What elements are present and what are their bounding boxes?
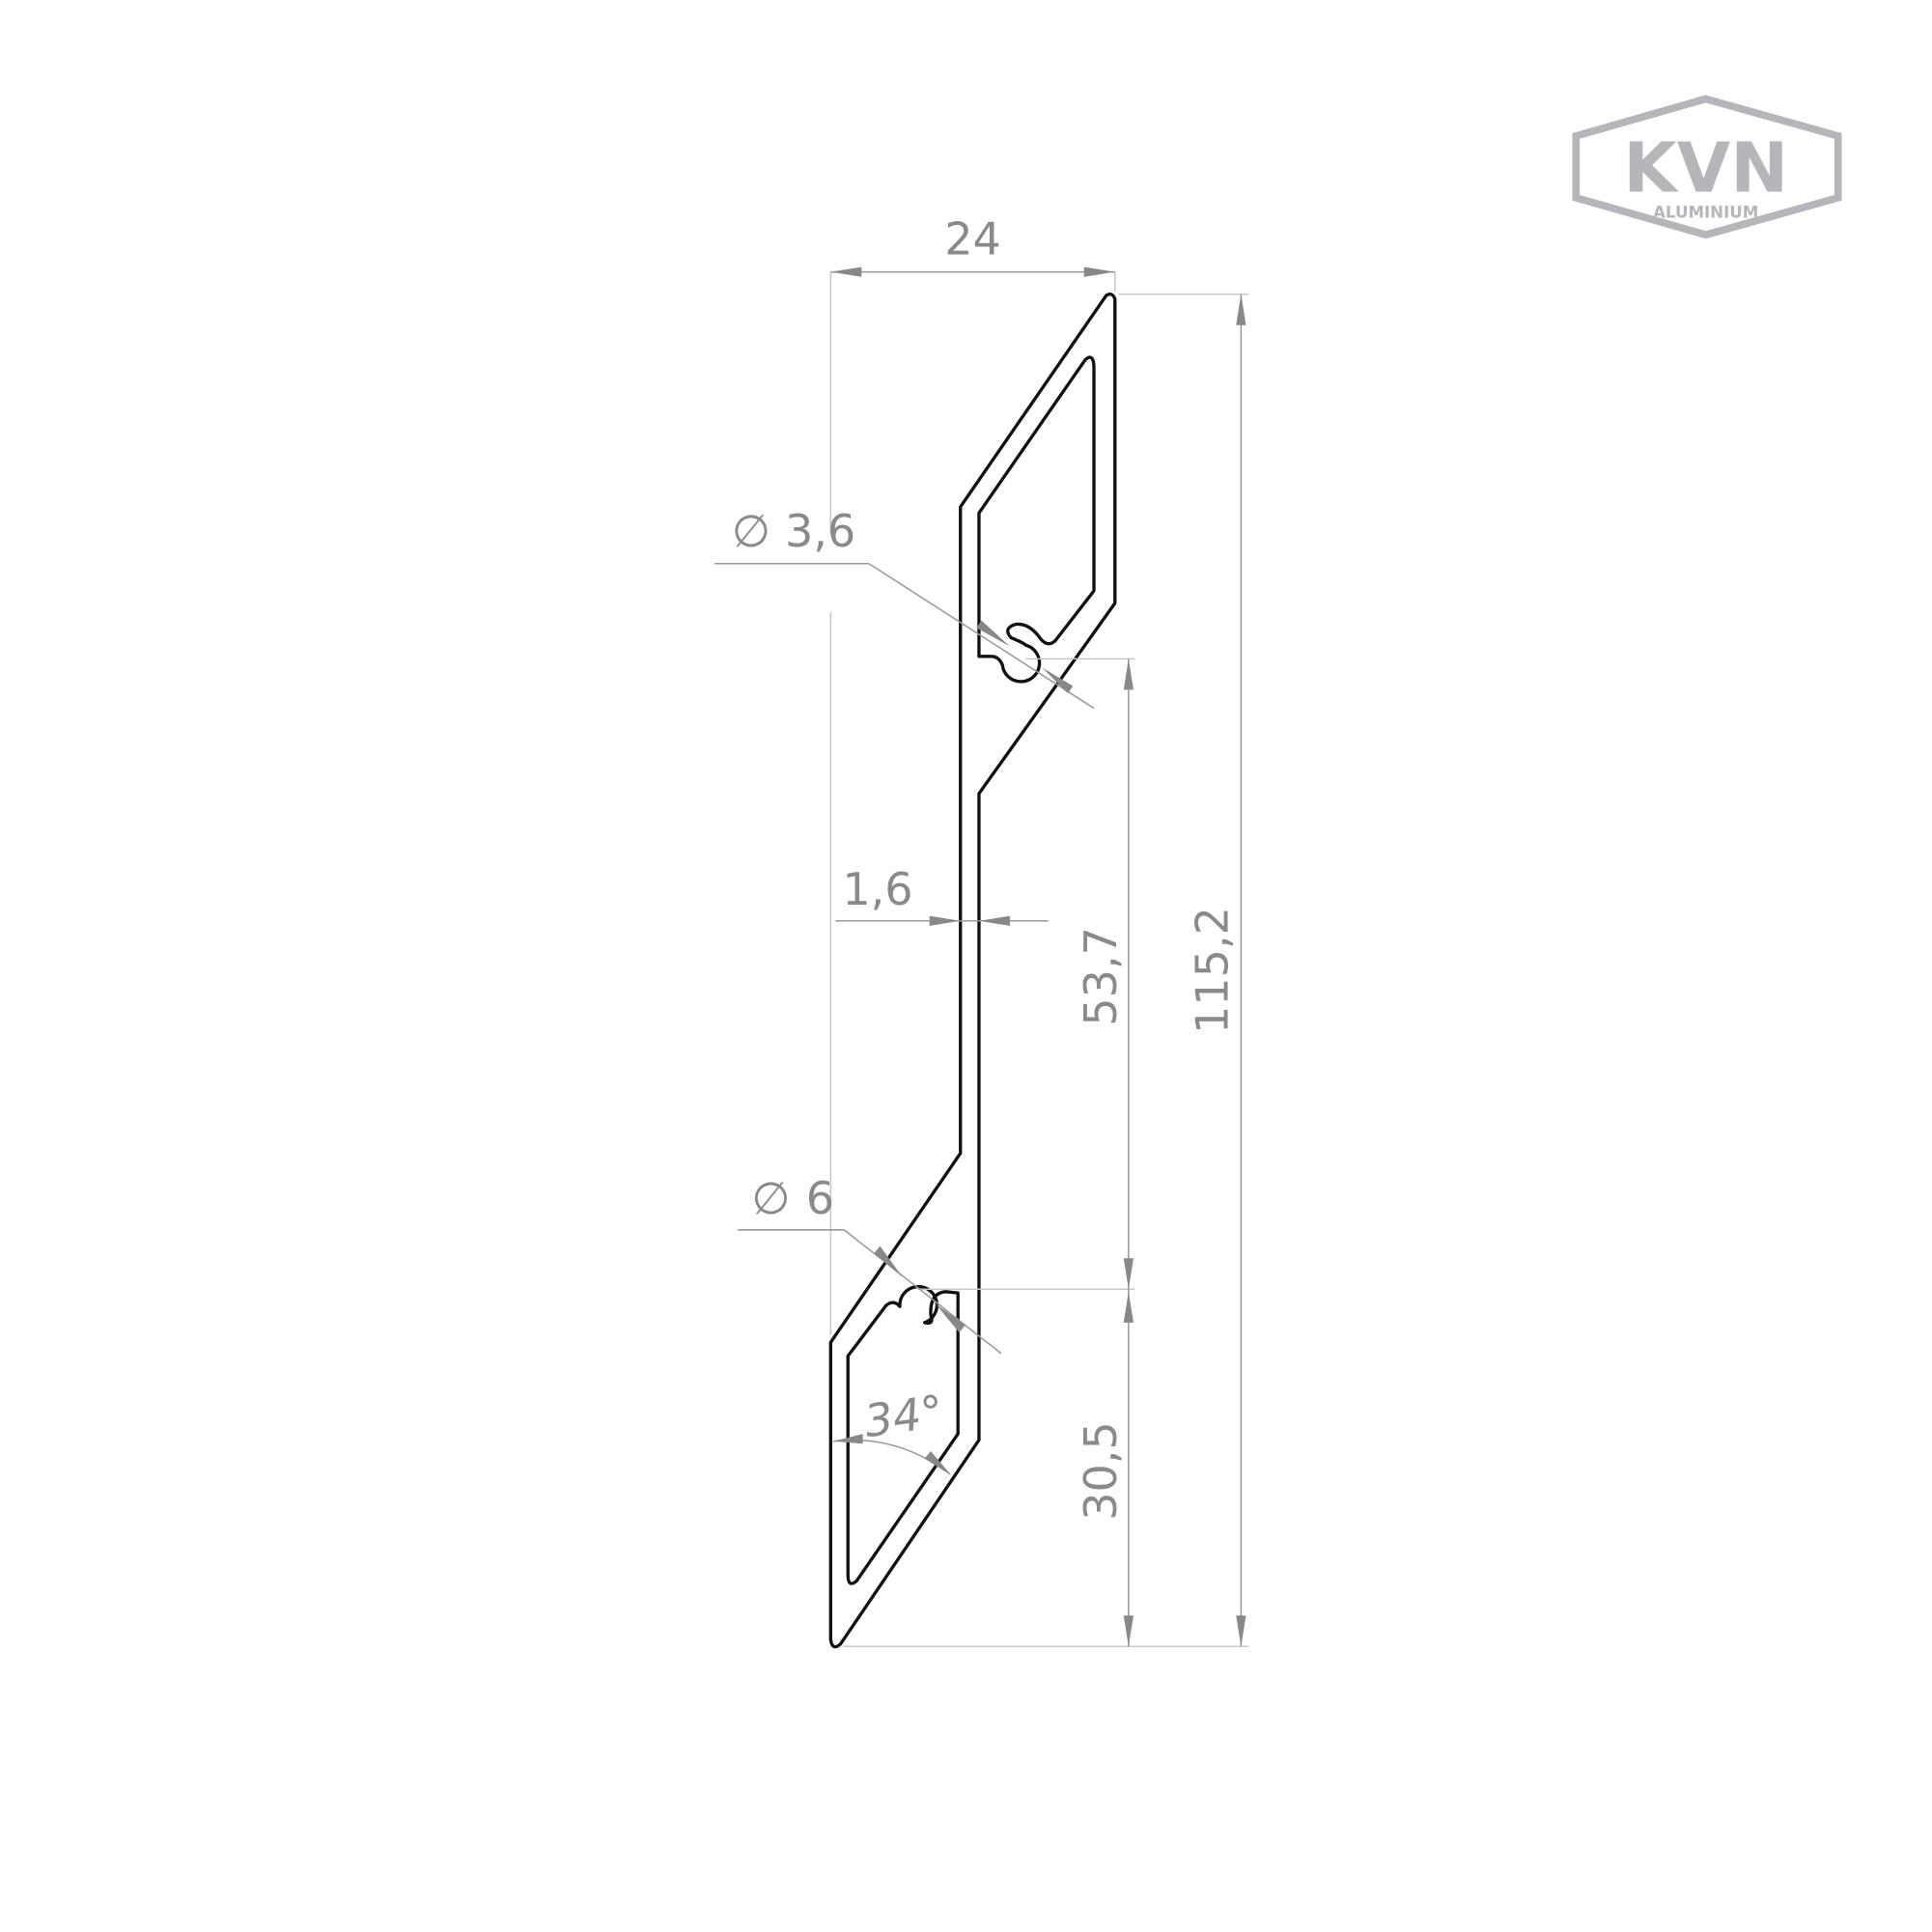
logo-brand: KVN [1623,126,1788,208]
diameter-symbol-icon: ∅ [732,505,770,557]
upper-chamber-with-slot [977,355,1096,684]
bottom-offset-label: 30,5 [1075,1421,1127,1521]
total-height-label: 115,2 [1186,907,1238,1034]
logo-subtitle: ALUMINIUM [1653,203,1758,221]
wall-thickness-dimension: 1,6 [835,863,1049,926]
diameter-symbol-icon: ∅ [751,1172,790,1224]
profile-outer-outline [828,293,1117,1649]
small-hole-diameter-dimension: ∅ 3,6 [714,505,1095,710]
hole-spacing-label: 53,7 [1075,927,1127,1026]
small-hole-diameter-label: 3,6 [785,505,855,557]
angle-label: 34° [861,1385,946,1447]
width-label: 24 [944,213,1001,266]
bottom-offset-dimension: 30,5 [1075,1289,1134,1647]
lower-chamber-with-slot [846,1284,960,1585]
total-height-dimension: 115,2 [843,293,1249,1648]
large-hole-diameter-dimension: ∅ 6 [738,1172,1002,1355]
kvn-logo: KVN ALUMINIUM [1572,95,1842,239]
angle-dimension: 34° [832,1385,952,1476]
hole-spacing-dimension: 53,7 [918,658,1135,1291]
width-dimension: 24 [829,213,1116,1335]
large-hole-diameter-label: 6 [806,1172,834,1224]
wall-thickness-label: 1,6 [842,863,912,915]
